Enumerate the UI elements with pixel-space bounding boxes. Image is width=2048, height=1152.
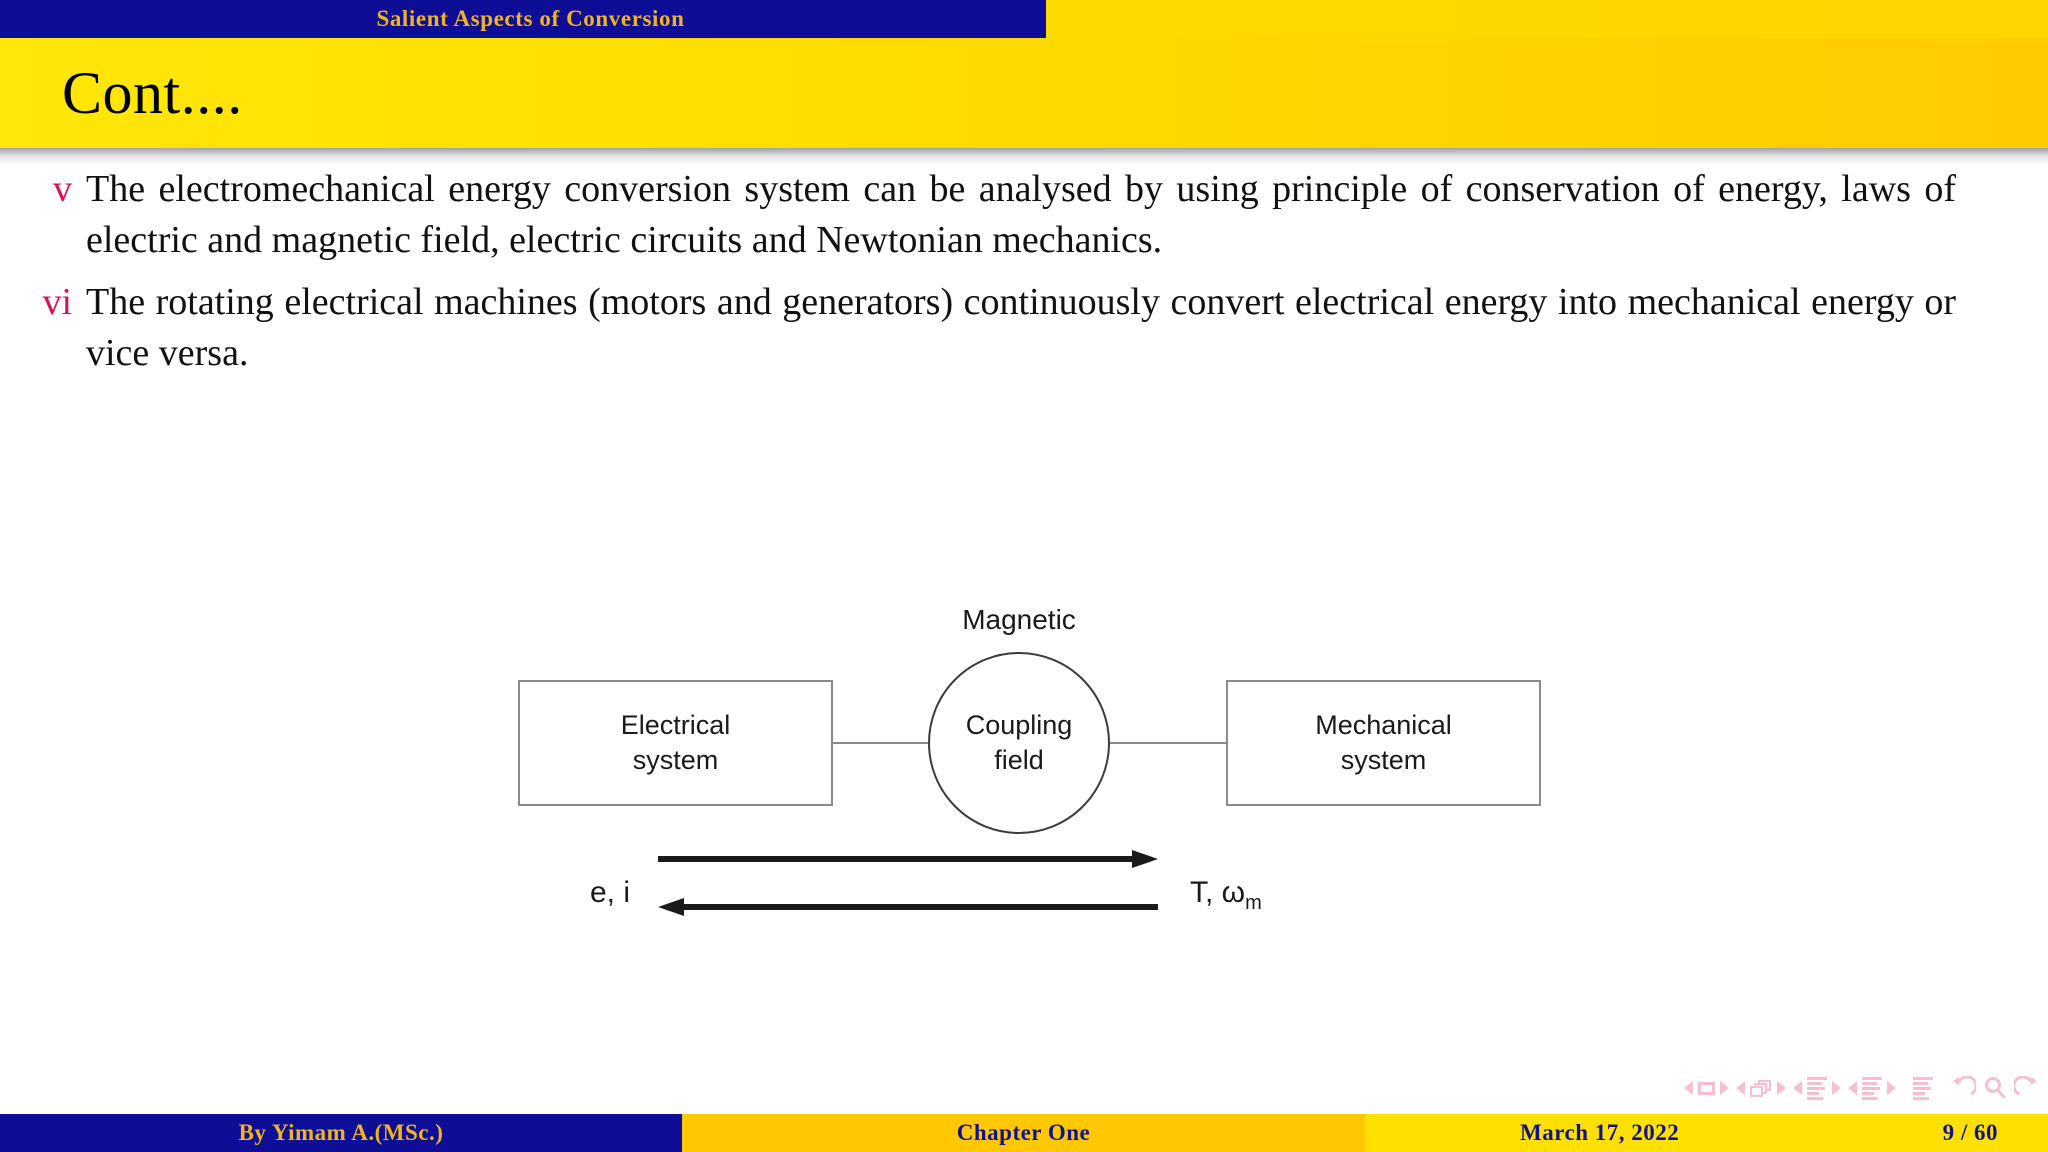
footer-date: March 17, 2022 [1520,1120,1680,1145]
next-section-icon[interactable] [1887,1081,1896,1095]
section-navigation-bar: Salient Aspects of Conversion [0,0,2048,38]
frame-navigation-group[interactable] [1736,1079,1786,1097]
slide-title-bar: Cont.... [0,38,2048,148]
coupling-field-label-line1: Coupling [965,710,1073,741]
enumerated-list: v The electromechanical energy conversio… [0,164,2048,378]
slide-title: Cont.... [62,60,243,126]
arrow-head-left [658,898,684,916]
arrow-right-icon [658,850,1158,868]
connector-line-right [1106,742,1228,744]
torque-omega-text: T, ω [1190,876,1246,909]
footer-right-segment: March 17, 2022 9 / 60 [1365,1114,2048,1152]
find-icon[interactable] [1983,1076,2007,1100]
next-subsection-icon[interactable] [1832,1081,1841,1095]
energy-conversion-block-diagram: Electrical system Magnetic Coupling fiel… [500,604,1560,936]
subsection-icon[interactable] [1807,1076,1827,1100]
section-title: Salient Aspects of Conversion [376,6,685,31]
electrical-system-box: Electrical system [518,680,833,806]
electrical-system-label-line2: system [632,745,719,775]
mechanical-system-label-line1: Mechanical [1315,710,1452,741]
frames-icon[interactable] [1750,1079,1772,1097]
beamer-navigation-symbols[interactable] [1684,1076,2040,1100]
coupling-field-label-line2: field [994,745,1044,775]
next-frame-icon[interactable] [1777,1081,1786,1095]
footer-page-number: 9 / 60 [1942,1120,1998,1145]
connector-line-left [832,742,932,744]
prev-slide-icon[interactable] [1684,1081,1693,1095]
subsection-navigation-group[interactable] [1793,1076,1841,1100]
list-item-text: The electromechanical energy conversion … [86,168,1956,261]
list-item: vi The rotating electrical machines (mot… [0,277,2048,378]
list-item-marker: v [53,168,72,210]
prev-section-icon[interactable] [1848,1081,1857,1095]
prev-frame-icon[interactable] [1736,1081,1745,1095]
back-icon[interactable] [1950,1076,1976,1100]
section-icon[interactable] [1862,1076,1882,1100]
coupling-field-circle: Coupling field [928,652,1110,834]
electrical-quantities-label: e, i [590,876,631,909]
slide-footer: By Yimam A.(MSc.) Chapter One March 17, … [0,1114,2048,1152]
slide-navigation-group[interactable] [1684,1081,1729,1095]
magnetic-caption: Magnetic [962,604,1076,635]
slide-icon[interactable] [1698,1081,1715,1095]
section-tab-active[interactable]: Salient Aspects of Conversion [0,0,1046,38]
arrow-left-icon [658,898,1158,916]
document-icon[interactable] [1913,1076,1933,1100]
list-item-text: The rotating electrical machines (motors… [86,281,1956,374]
title-bar-shadow [0,148,2048,164]
arrow-head-right [1132,850,1158,868]
arrow-shaft [658,856,1136,862]
list-item-marker: vi [42,281,72,324]
electrical-system-label-line1: Electrical [620,710,731,741]
prev-subsection-icon[interactable] [1793,1081,1802,1095]
omega-subscript: m [1245,892,1262,914]
energy-flow-arrows: e, i T, ωm [590,850,1330,936]
section-navigation-group[interactable] [1848,1076,1896,1100]
mechanical-system-box: Mechanical system [1226,680,1541,806]
mechanical-quantities-label: T, ωm [1190,876,1262,915]
next-slide-icon[interactable] [1720,1081,1729,1095]
footer-chapter: Chapter One [682,1114,1365,1152]
slide-content: v The electromechanical energy conversio… [0,164,2048,1064]
mechanical-system-label-line2: system [1340,745,1427,775]
forward-icon[interactable] [2014,1076,2040,1100]
list-item: v The electromechanical energy conversio… [0,164,2048,265]
arrow-shaft [680,904,1158,910]
footer-author: By Yimam A.(MSc.) [0,1114,682,1152]
